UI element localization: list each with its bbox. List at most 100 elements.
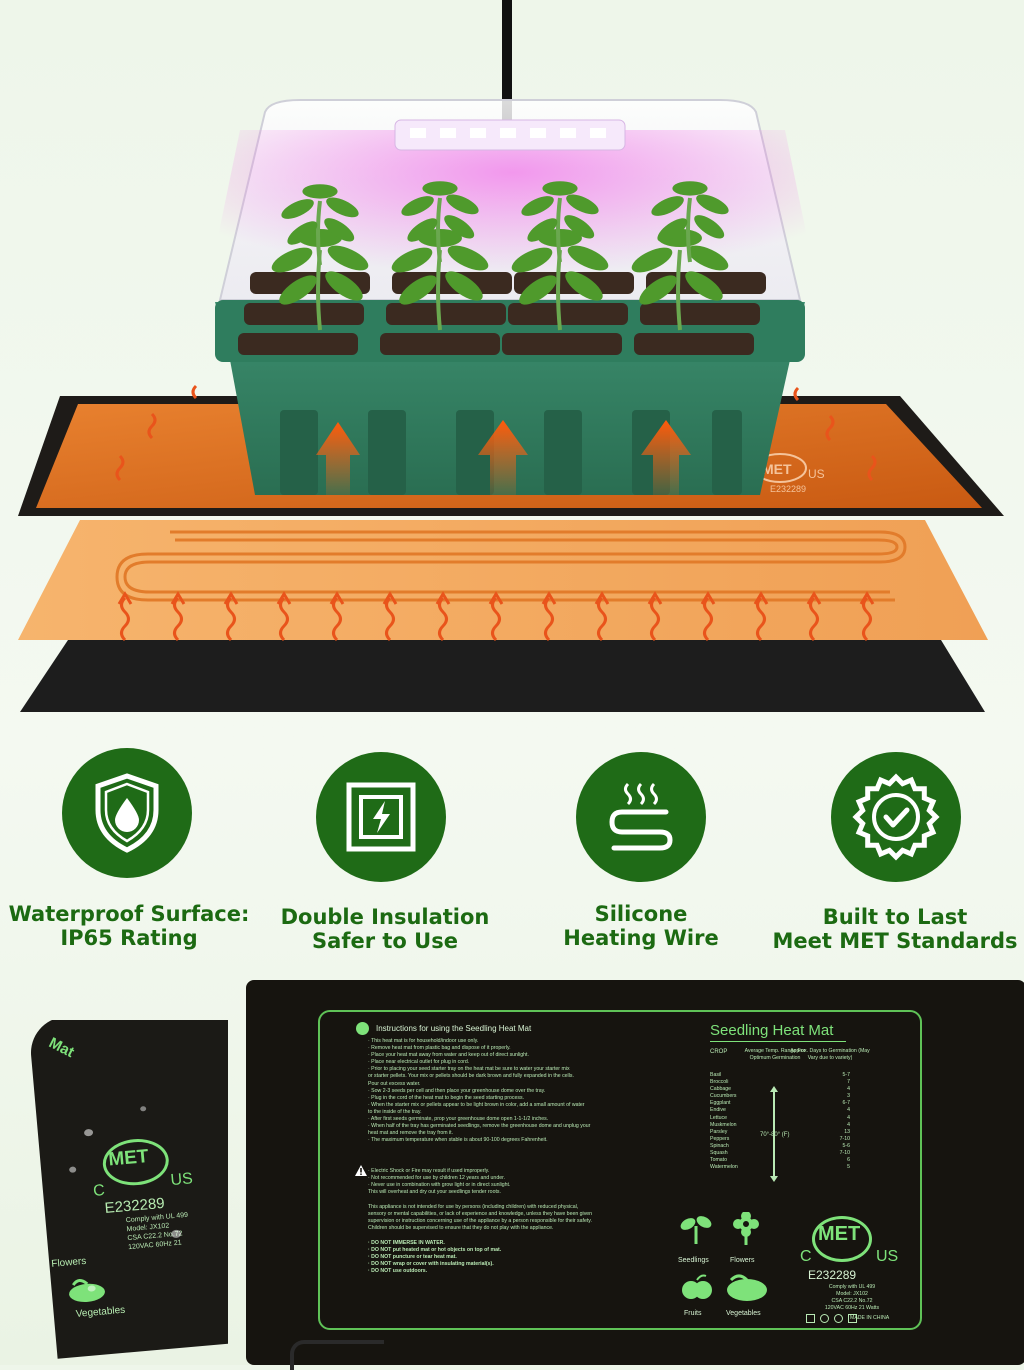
crop-name: Tomato xyxy=(710,1157,728,1164)
heat-wave-mark xyxy=(541,591,557,642)
crop-days: 3 xyxy=(847,1093,850,1100)
soil-cell xyxy=(634,333,754,355)
mat-met-logo: MET xyxy=(762,461,792,477)
heat-wave-mark xyxy=(859,591,875,642)
heat-wave-mark xyxy=(488,591,504,642)
mat-title-underline xyxy=(710,1041,846,1042)
crop-name: Spinach xyxy=(710,1142,729,1149)
heat-wave-mark xyxy=(435,591,451,642)
crop-row: Basil 5-7 xyxy=(710,1072,850,1079)
lightning-square-icon xyxy=(346,782,416,852)
temp-range-arrow xyxy=(773,1090,775,1178)
crop-days: 4 xyxy=(847,1121,850,1128)
crop-row: Watermelon 5 xyxy=(710,1164,850,1171)
soil-cell xyxy=(502,333,622,355)
heat-wave-mark xyxy=(700,591,716,642)
crop-name: Eggplant xyxy=(710,1100,731,1107)
crop-days: 7-10 xyxy=(839,1135,850,1142)
met-logo: MET xyxy=(818,1223,861,1245)
heating-wire-layer xyxy=(18,520,988,640)
crop-name: Cabbage xyxy=(710,1086,732,1093)
grow-light-stand xyxy=(502,0,512,120)
appliance-note: This appliance is not intended for use b… xyxy=(368,1204,593,1232)
crop-name: Endive xyxy=(710,1107,726,1114)
feature-icon-met xyxy=(831,752,961,882)
compliance-symbols xyxy=(806,1314,857,1323)
crop-days: 4 xyxy=(847,1107,850,1114)
svg-text:E232289: E232289 xyxy=(770,484,806,494)
crop-name: Lettuce xyxy=(710,1114,728,1121)
heat-wave-mark xyxy=(647,591,663,642)
warnings-list: · Electric Shock or Fire may result if u… xyxy=(368,1168,511,1196)
crop-row: Endive 4 xyxy=(710,1107,850,1114)
crop-row: Cucumbers 3 xyxy=(710,1093,850,1100)
seedling-plant xyxy=(631,229,729,331)
crop-row: Muskmelon 4 xyxy=(710,1122,850,1129)
seedling-plant xyxy=(391,229,489,331)
met-logo-circle xyxy=(812,1216,872,1262)
feature-label-waterproof: Waterproof Surface:IP65 Rating xyxy=(8,902,250,950)
seedling-plant xyxy=(401,181,479,263)
heat-wave-mark xyxy=(382,591,398,642)
instructions-list: · This heat mat is for household/indoor … xyxy=(368,1038,591,1144)
heat-up-arrows xyxy=(316,420,691,495)
closeup-met-logo: MET xyxy=(107,1146,150,1171)
seedling-plant xyxy=(651,181,729,263)
heat-wave-mark xyxy=(223,591,239,642)
crop-name: Squash xyxy=(710,1150,728,1157)
seedling-plant xyxy=(511,229,609,331)
shield-droplet-icon xyxy=(95,773,159,853)
fruits-icon xyxy=(682,1274,712,1299)
crop-row: Peppers 7-10 xyxy=(710,1136,850,1143)
badge-check-icon xyxy=(852,773,940,861)
donts-list: · DO NOT IMMERSE IN WATER.· DO NOT put h… xyxy=(368,1240,502,1275)
crop-name: Watermelon xyxy=(710,1164,738,1171)
heat-wave-mark xyxy=(276,591,292,642)
soil-cell xyxy=(238,333,358,355)
heat-wire-icon xyxy=(609,782,673,851)
mat-title: Seedling Heat Mat xyxy=(710,1022,834,1039)
crop-days: 4 xyxy=(847,1086,850,1093)
soil-cell xyxy=(640,303,760,325)
feature-icon-insulation xyxy=(316,752,446,882)
crop-name: Basil xyxy=(710,1072,722,1078)
crop-days: 4 xyxy=(847,1114,850,1121)
crop-days: 5-6 xyxy=(842,1142,851,1149)
crop-name: Broccoli xyxy=(710,1079,729,1086)
soil-cell xyxy=(508,303,628,325)
feature-icon-waterproof xyxy=(62,748,192,878)
vegetables-icon xyxy=(727,1274,767,1301)
seedling-plant xyxy=(281,184,359,266)
warning-icon xyxy=(355,1165,367,1176)
soil-cell xyxy=(380,333,500,355)
heat-wave-mark xyxy=(170,591,186,642)
crop-row: Broccoli 7 xyxy=(710,1079,850,1086)
crop-days: 13 xyxy=(844,1128,850,1135)
crop-days: 5-7 xyxy=(842,1072,851,1078)
book-icon xyxy=(356,1022,369,1035)
seedlings-icon xyxy=(680,1216,712,1244)
crop-row: Cabbage 4 xyxy=(710,1086,850,1093)
crop-name: Muskmelon xyxy=(710,1121,737,1128)
heat-wave-mark xyxy=(117,591,133,642)
crop-name: Cucumbers xyxy=(710,1093,737,1100)
crop-name: Parsley xyxy=(710,1128,728,1135)
heat-wave-mark xyxy=(806,591,822,642)
heat-wave-mark xyxy=(594,591,610,642)
mat-printed-panel: Instructions for using the Seedling Heat… xyxy=(318,1010,922,1330)
crop-name: Peppers xyxy=(710,1135,730,1142)
seedling-plant xyxy=(521,181,599,263)
crop-days: 7 xyxy=(847,1079,850,1086)
heat-mat-layers-illustration: MET US E232289 xyxy=(18,0,1004,712)
flowers-icon xyxy=(733,1212,759,1245)
bottom-insulation-layer xyxy=(20,622,985,712)
crop-days: 5 xyxy=(847,1164,850,1171)
heat-wave-mark xyxy=(753,591,769,642)
crop-row: Parsley 13 xyxy=(710,1129,850,1136)
svg-text:US: US xyxy=(808,467,825,481)
